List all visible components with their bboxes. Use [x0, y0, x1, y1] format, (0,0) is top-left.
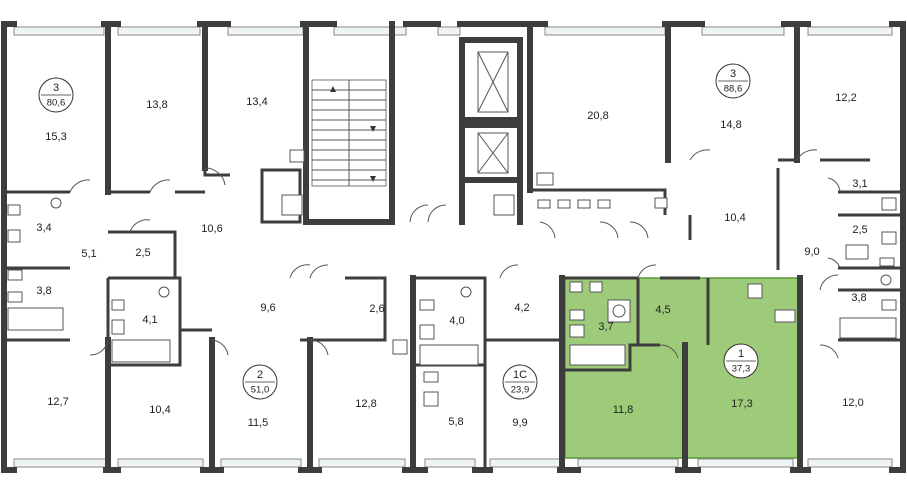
room-area: 2,5 [135, 247, 150, 259]
elevator-shafts [477, 51, 509, 174]
room-area: 3,1 [852, 178, 867, 190]
interior-walls [4, 21, 903, 473]
room-area: 4,5 [655, 304, 670, 316]
room-area: 14,8 [720, 119, 741, 131]
room-area-labels: 15,3 13,8 13,4 20,8 14,8 12,2 3,4 10,6 1… [36, 92, 867, 429]
room-area: 11,5 [248, 417, 269, 429]
badge-rooms: 1 [738, 348, 744, 360]
room-area: 5,1 [81, 248, 96, 260]
apartment-badge-1c[interactable]: 1С 23,9 [502, 364, 538, 400]
apartment-badge-3-left[interactable]: 3 80,6 [38, 77, 74, 113]
room-area: 9,9 [512, 417, 527, 429]
room-area: 10,4 [724, 212, 745, 224]
room-area: 3,8 [36, 285, 51, 297]
room-area: 10,4 [149, 404, 170, 416]
room-area: 3,4 [36, 222, 51, 234]
apartment-badge-2[interactable]: 2 51,0 [242, 364, 278, 400]
doors [69, 149, 841, 359]
room-area: 10,6 [201, 223, 222, 235]
room-area: 4,2 [514, 302, 529, 314]
room-area: 13,8 [146, 99, 167, 111]
badge-rooms: 2 [257, 369, 263, 381]
badge-rooms: 1С [513, 369, 527, 381]
room-area: 9,6 [260, 302, 275, 314]
room-area: 12,0 [842, 397, 863, 409]
room-area: 11,8 [613, 404, 634, 416]
windows-bottom [13, 458, 893, 468]
apartment-badge-1[interactable]: 1 37,3 [723, 343, 759, 379]
room-area: 3,7 [598, 321, 613, 333]
room-area: 15,3 [45, 131, 66, 143]
apartment-1-highlight[interactable] [564, 277, 799, 459]
room-area: 13,4 [246, 96, 267, 108]
room-area: 12,8 [355, 398, 376, 410]
room-area: 2,5 [852, 224, 867, 236]
badge-area: 23,9 [511, 385, 530, 396]
bathroom-fixtures [7, 149, 897, 407]
room-area: 5,8 [448, 416, 463, 428]
room-area: 9,0 [804, 246, 819, 258]
apartment-badge-3-right[interactable]: 3 88,6 [715, 63, 751, 99]
room-area: 4,0 [449, 315, 464, 327]
badge-area: 37,3 [732, 364, 751, 375]
room-area: 2,6 [369, 303, 384, 315]
badge-area: 80,6 [47, 98, 66, 109]
badge-rooms: 3 [53, 82, 59, 94]
room-area: 12,2 [835, 92, 856, 104]
badge-area: 88,6 [724, 84, 743, 95]
room-area: 17,3 [731, 398, 752, 410]
room-area: 12,7 [47, 396, 68, 408]
badge-area: 51,0 [251, 385, 270, 396]
room-area: 3,8 [851, 292, 866, 304]
badge-rooms: 3 [730, 68, 736, 80]
room-area: 20,8 [587, 110, 608, 122]
windows-top [13, 26, 893, 36]
stair-steps [311, 79, 387, 187]
room-area: 4,1 [142, 314, 157, 326]
